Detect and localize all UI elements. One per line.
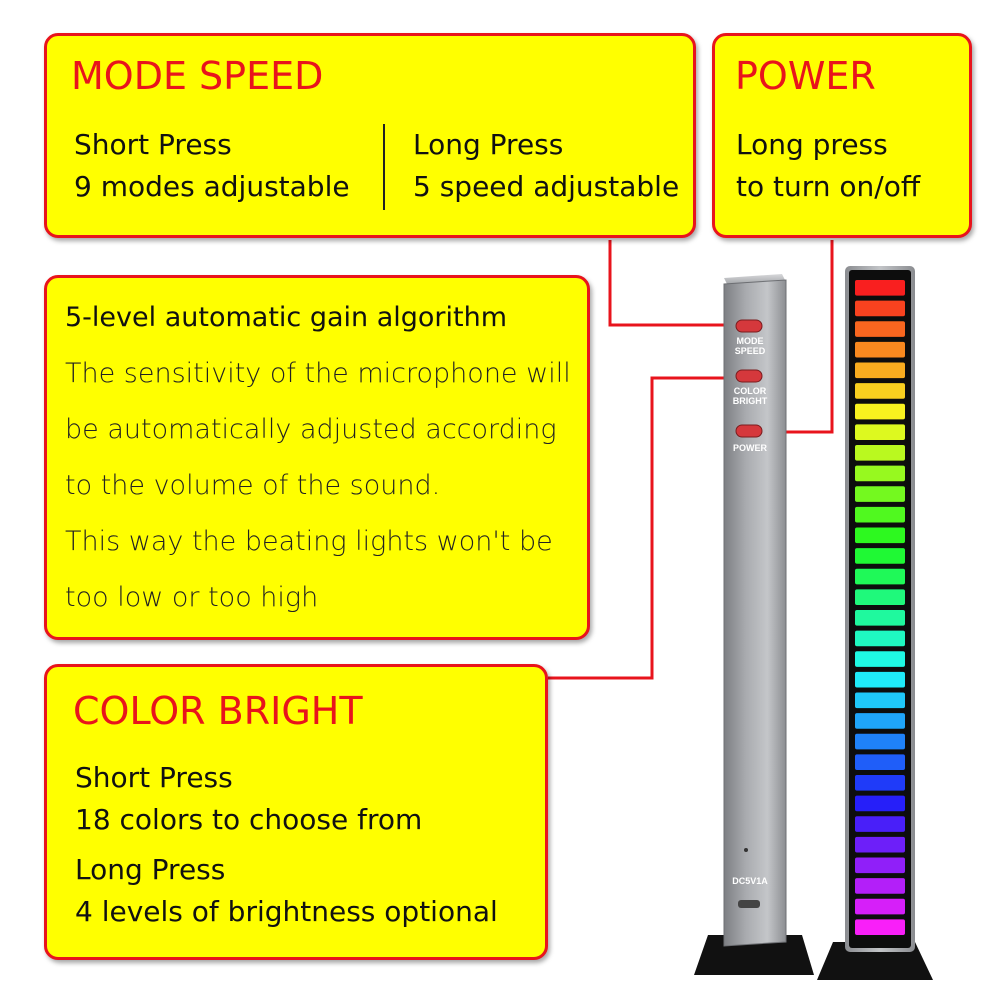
mode-speed-box: MODE SPEED Short Press 9 modes adjustabl… <box>44 33 696 238</box>
led-segment <box>855 383 905 399</box>
led-segment <box>855 671 905 688</box>
led-segment <box>855 445 905 461</box>
gain-line: too low or too high <box>65 582 319 613</box>
color-bright-button[interactable] <box>735 369 763 383</box>
led-segment <box>855 527 905 544</box>
led-segment <box>855 403 905 420</box>
gain-line: to the volume of the sound. <box>65 470 441 501</box>
power-line-1: Long press <box>736 128 888 161</box>
mode-speed-long-desc: 5 speed adjustable <box>413 170 680 203</box>
power-device-label: POWER <box>732 443 767 453</box>
led-segment <box>855 733 905 750</box>
color-bright-short-desc: 18 colors to choose from <box>75 803 423 836</box>
gain-line: This way the beating lights won't be <box>65 526 553 557</box>
led-segment <box>855 754 905 770</box>
gain-line: The sensitivity of the microphone will <box>65 358 571 389</box>
led-segment <box>855 878 905 894</box>
led-segment <box>855 610 905 626</box>
led-segment <box>855 919 905 935</box>
led-segment <box>855 486 905 502</box>
led-segment <box>855 362 905 379</box>
color-bright-title: COLOR BRIGHT <box>73 689 363 733</box>
microphone-hole <box>744 848 748 852</box>
power-button[interactable] <box>735 424 763 438</box>
led-segment <box>855 630 905 647</box>
led-segment <box>855 692 905 709</box>
power-title: POWER <box>735 54 876 98</box>
led-segment <box>855 775 905 791</box>
color-bright-connector <box>548 376 745 680</box>
led-segment <box>855 300 905 317</box>
color-bright-box: COLOR BRIGHT Short Press 18 colors to ch… <box>44 664 548 960</box>
led-segment <box>855 568 905 585</box>
color-bright-long-desc: 4 levels of brightness optional <box>75 895 498 928</box>
gain-line: be automatically adjusted according <box>65 414 557 445</box>
color-bright-long-press: Long Press <box>75 853 226 886</box>
led-segment <box>855 341 905 358</box>
led-segment <box>855 898 905 915</box>
light-bar-rgb <box>815 262 945 992</box>
mode-speed-short-desc: 9 modes adjustable <box>74 170 350 203</box>
mode-speed-title: MODE SPEED <box>71 54 324 98</box>
rgb-bar-graphic <box>817 266 933 980</box>
mode-speed-divider <box>383 124 385 210</box>
led-segment <box>855 424 905 440</box>
power-line-2: to turn on/off <box>736 170 921 203</box>
mode-speed-short-press: Short Press <box>74 128 232 161</box>
led-segment <box>855 548 905 564</box>
led-segment <box>855 816 905 832</box>
mode-speed-button[interactable] <box>735 319 763 333</box>
led-segment <box>855 795 905 812</box>
led-segment <box>855 280 905 296</box>
led-segment <box>855 836 905 853</box>
led-segment <box>855 321 905 337</box>
power-box: POWER Long press to turn on/off <box>712 33 972 238</box>
gain-heading: 5-level automatic gain algorithm <box>65 302 508 333</box>
led-segment <box>855 857 905 874</box>
led-segment <box>855 506 905 523</box>
led-segment <box>855 713 905 729</box>
led-segment <box>855 651 905 667</box>
dc-rating-label: DC5V1A <box>732 876 768 886</box>
led-segment <box>855 465 905 482</box>
mode-speed-long-press: Long Press <box>413 128 564 161</box>
silver-bar-graphic <box>694 274 814 975</box>
mode-speed-connector <box>608 240 740 327</box>
led-segment <box>855 589 905 605</box>
color-bright-short-press: Short Press <box>75 761 233 794</box>
gain-algorithm-box: 5-level automatic gain algorithm The sen… <box>44 275 590 640</box>
usb-c-port <box>738 900 760 908</box>
